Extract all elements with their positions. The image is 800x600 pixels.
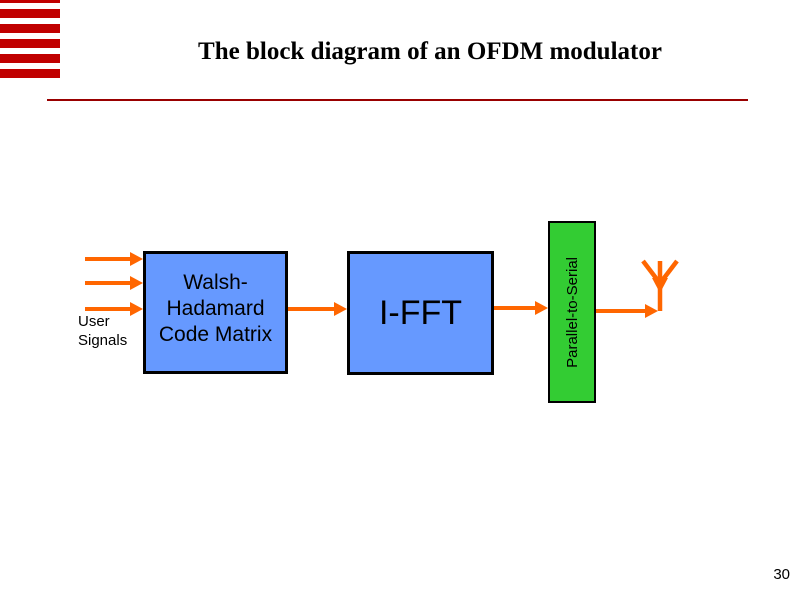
block-label-line: Code Matrix [158, 322, 273, 346]
arrow-ifft-to-parallel-to-serial [494, 301, 548, 315]
block-label-line: Walsh- [183, 270, 248, 294]
block-walsh-hadamard-code-matrix: Walsh- Hadamard Code Matrix [143, 251, 288, 374]
page-number: 30 [773, 566, 790, 583]
input-arrow-2 [85, 276, 143, 290]
block-ifft: I-FFT [347, 251, 494, 375]
block-label: I-FFT [378, 293, 463, 332]
arrow-walsh-to-ifft [288, 302, 347, 316]
block-parallel-to-serial: Parallel-to-Serial [548, 221, 596, 403]
page-title: The block diagram of an OFDM modulator [198, 38, 662, 65]
user-signals-label: User Signals [78, 312, 127, 350]
arrow-parallel-to-serial-to-antenna [596, 304, 658, 318]
user-signals-line1: User [78, 313, 110, 330]
user-signals-line2: Signals [78, 332, 128, 349]
block-label-line: Hadamard [166, 296, 265, 320]
input-arrow-3 [85, 302, 143, 316]
input-arrow-1 [85, 252, 143, 266]
antenna-icon [641, 259, 679, 311]
title-divider [47, 99, 748, 101]
logo-stripes [0, 0, 60, 78]
block-label: Parallel-to-Serial [563, 256, 581, 368]
